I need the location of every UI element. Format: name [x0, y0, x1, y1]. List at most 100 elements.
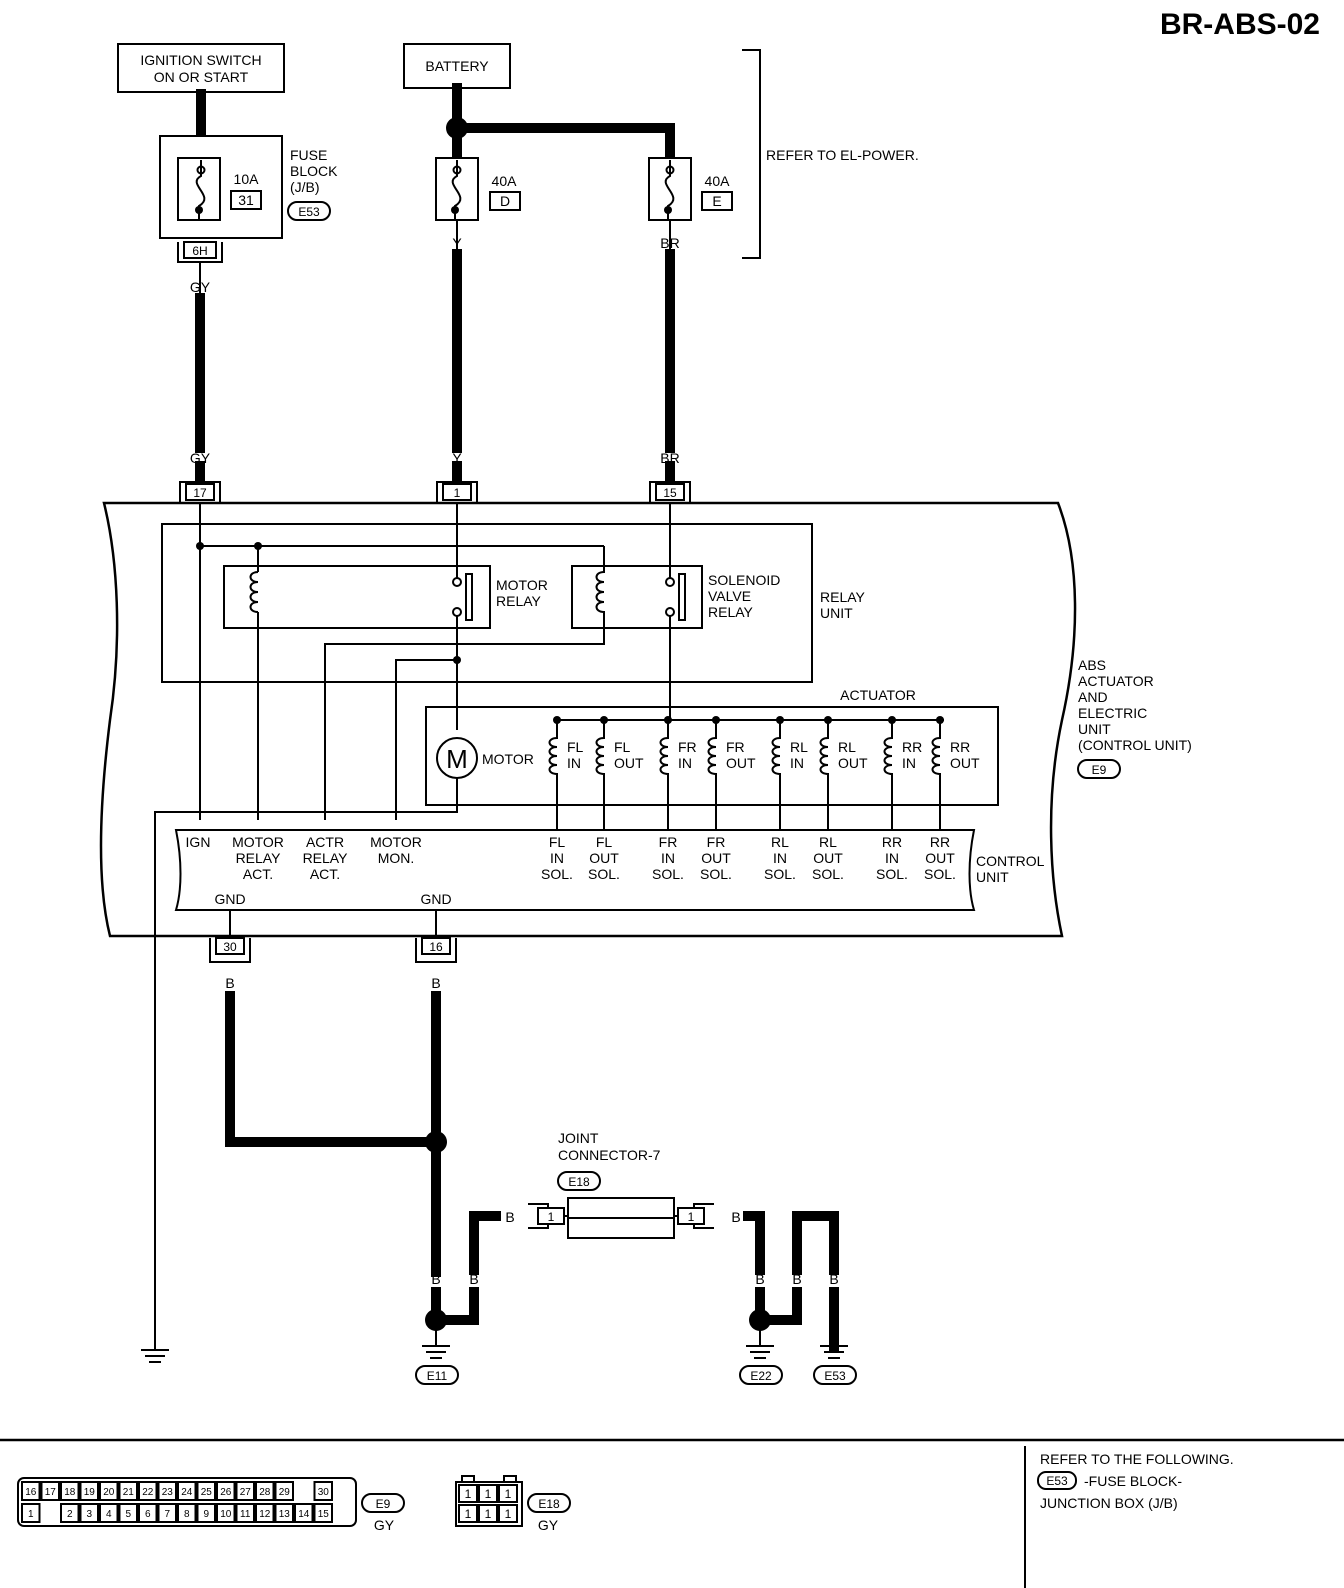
ignition-switch-box	[117, 43, 285, 93]
fuse-10a-id: 31	[238, 192, 254, 208]
actuator-box	[425, 706, 999, 806]
cu-terminal-label: IN	[885, 850, 899, 866]
joint-connector-label-2: CONNECTOR-7	[558, 1147, 661, 1163]
joint-connector-oval	[557, 1171, 601, 1191]
e9-pin-label: 27	[240, 1487, 252, 1498]
battery-branch-wire	[452, 123, 675, 163]
motor-monitor-line	[395, 659, 457, 820]
relay-unit-title-1: RELAY	[820, 589, 866, 605]
svg-text:ABS: ABS	[1078, 657, 1106, 673]
chassis-ground-symbol	[141, 1349, 169, 1363]
pin-1: 1	[454, 486, 461, 500]
connector-e18-oval	[527, 1493, 571, 1513]
fuse-10a-amp: 10A	[234, 171, 260, 187]
coil-label-wheel: RR	[902, 739, 922, 755]
ground-e53-oval	[813, 1365, 857, 1385]
wire-b-e11-a: B	[431, 1271, 440, 1287]
fuse-block-connector: E53	[298, 205, 320, 219]
cu-terminal-label: ACTR	[306, 834, 344, 850]
coil-label-dir: IN	[678, 755, 692, 771]
e9-cell	[79, 1503, 99, 1523]
cu-terminal-label: RL	[771, 834, 789, 850]
fuse-40a-e-id-box	[701, 191, 733, 211]
svg-text:(CONTROL UNIT): (CONTROL UNIT)	[1078, 737, 1192, 753]
cu-terminal-label: RR	[882, 834, 902, 850]
fuse-block-label-2: BLOCK	[290, 163, 338, 179]
wire-b-e53: B	[829, 1271, 838, 1287]
coil-label-dir: OUT	[614, 755, 644, 771]
cu-terminal-label: OUT	[925, 850, 955, 866]
e22-e53-wire	[792, 1211, 839, 1275]
coil-label-wheel: RL	[838, 739, 856, 755]
joint-left-pin: 1	[548, 1210, 555, 1224]
e9-pin-label: 16	[25, 1487, 37, 1498]
e9-cell	[255, 1481, 275, 1501]
control-unit-title-1: CONTROL	[976, 853, 1045, 869]
e9-cell	[99, 1503, 119, 1523]
joint-left-wire	[469, 1211, 501, 1275]
cu-terminal-label: SOL.	[764, 866, 796, 882]
motor-relay-label-1: MOTOR	[496, 577, 548, 593]
ground-e22: E22	[750, 1369, 772, 1383]
e11-splice	[425, 1309, 447, 1331]
solenoid-relay-coil	[324, 546, 605, 820]
e9-cell	[177, 1503, 197, 1523]
abs-unit-outline	[99, 501, 1077, 938]
coil-label-dir: IN	[790, 755, 804, 771]
connector-e18-color: GY	[538, 1517, 559, 1533]
ignition-label-1: IGNITION SWITCH	[140, 52, 261, 68]
ignition-label-2: ON OR START	[154, 69, 249, 85]
e18-cell	[498, 1504, 518, 1523]
svg-text:UNIT: UNIT	[1078, 721, 1111, 737]
ground-e53: E53	[824, 1369, 846, 1383]
coil-label-wheel: RL	[790, 739, 808, 755]
wire-b-gnd2: B	[431, 975, 440, 991]
e18-cell	[458, 1484, 478, 1503]
fuse-40a-d-id-box	[489, 191, 521, 211]
wire-b-e22-b: B	[792, 1271, 801, 1287]
cu-terminal-label: SOL.	[876, 866, 908, 882]
refer-bracket	[742, 49, 761, 259]
svg-text:AND: AND	[1078, 689, 1108, 705]
connector-e9-color: GY	[374, 1517, 395, 1533]
cu-terminal-label: OUT	[589, 850, 619, 866]
e9-pin-label: 3	[86, 1509, 92, 1520]
e9-cell	[274, 1481, 294, 1501]
coil-label-wheel: FL	[567, 739, 584, 755]
abs-unit-title: ABS ACTUATOR AND ELECTRIC UNIT (CONTROL …	[1078, 657, 1192, 753]
pin-17-bracket	[179, 481, 221, 502]
pin-15: 15	[663, 486, 677, 500]
e9-pin-label: 11	[240, 1509, 251, 1520]
e9-cell	[255, 1503, 275, 1523]
cu-terminal-label: IGN	[186, 834, 211, 850]
e18-pin-label: 1	[485, 1487, 492, 1501]
e18-pin-label: 1	[465, 1507, 472, 1521]
wire-b-e11-b: B	[469, 1271, 478, 1287]
e18-pin-label: 1	[505, 1507, 512, 1521]
motor-relay-box	[223, 565, 491, 629]
e9-pin-label: 29	[279, 1487, 291, 1498]
ground-e22-oval	[739, 1365, 783, 1385]
coil-label-dir: IN	[567, 755, 581, 771]
fuse-10a-element	[195, 160, 206, 220]
solenoid-relay-label-2: VALVE	[708, 588, 751, 604]
e9-cell	[40, 1481, 60, 1501]
terminal-6h-box	[183, 241, 217, 259]
pin-16-box	[421, 937, 451, 955]
coil-label-dir: OUT	[726, 755, 756, 771]
coil-label-dir: OUT	[950, 755, 980, 771]
fuse-40a-d-amp: 40A	[492, 173, 518, 189]
cu-terminal-label: MOTOR	[232, 834, 284, 850]
e9-pin-label: 17	[45, 1487, 57, 1498]
e18-outline	[455, 1481, 523, 1527]
solenoid-relay-label-3: RELAY	[708, 604, 754, 620]
refer-following-item-1: -FUSE BLOCK-	[1084, 1473, 1182, 1489]
